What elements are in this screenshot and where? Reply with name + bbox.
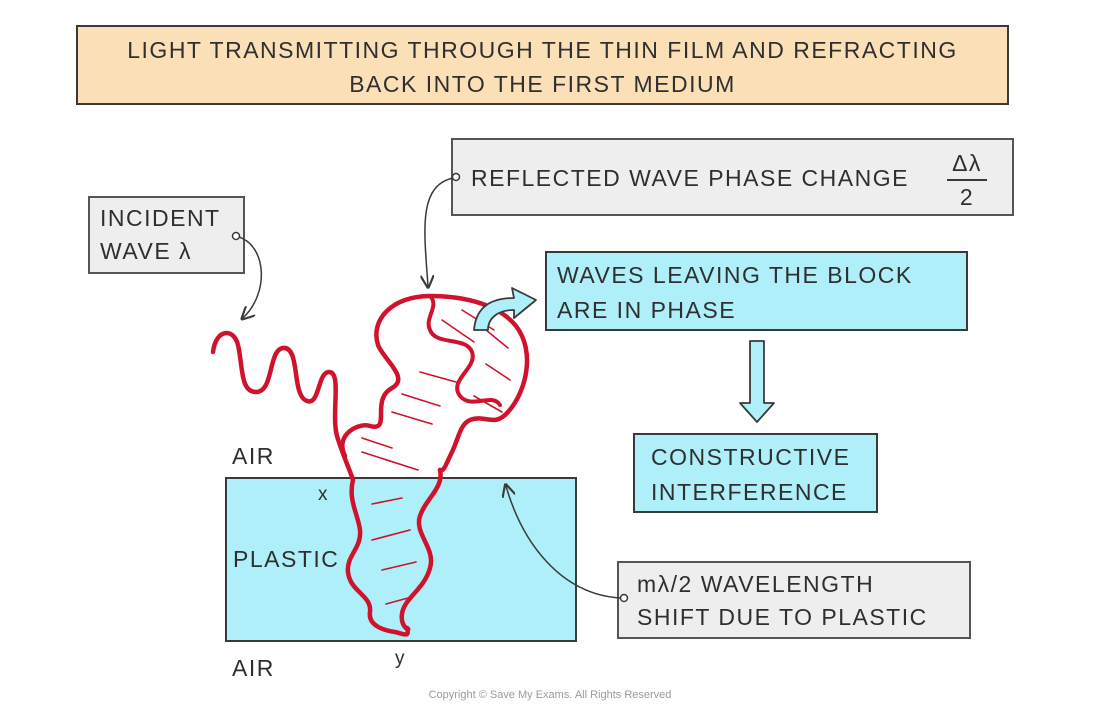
reflected-phase-box: REFLECTED WAVE PHASE CHANGE Δλ 2 [451, 138, 1014, 216]
incident-line-1: INCIDENT [100, 205, 221, 231]
transmitted-wave-left [345, 477, 410, 637]
plastic-label: PLASTIC [233, 546, 340, 572]
incident-wave-box: INCIDENT WAVE λ [88, 196, 245, 274]
fraction-bar [947, 179, 987, 181]
copyright-notice: Copyright © Save My Exams. All Rights Re… [428, 689, 672, 701]
title-box: LIGHT TRANSMITTING THROUGH THE THIN FILM… [76, 25, 1009, 105]
incident-leader-dot [231, 231, 241, 241]
air-bottom-label: AIR [232, 655, 275, 681]
point-x-label: x [318, 484, 328, 505]
air-top-label: AIR [232, 443, 275, 469]
reflected-label: REFLECTED WAVE PHASE CHANGE [471, 165, 909, 191]
wavelength-shift-box: mλ/2 WAVELENGTH SHIFT DUE TO PLASTIC [617, 561, 971, 639]
curved-arrow-to-phase [473, 287, 537, 331]
constructive-line-1: CONSTRUCTIVE [651, 444, 851, 470]
shift-leader-arrow [506, 486, 621, 599]
phase-line-1: WAVES LEAVING THE BLOCK [557, 262, 913, 288]
fraction-denominator: 2 [959, 184, 975, 210]
shift-line-2: SHIFT DUE TO PLASTIC [637, 604, 928, 630]
title-line-2: BACK INTO THE FIRST MEDIUM [349, 71, 736, 97]
incident-wave [210, 330, 356, 483]
constructive-line-2: INTERFERENCE [651, 479, 848, 505]
shift-leader-dot [619, 593, 629, 603]
constructive-interference-box: CONSTRUCTIVE INTERFERENCE [633, 433, 878, 513]
phase-line-2: ARE IN PHASE [557, 297, 737, 323]
reflected-wave-inner [426, 294, 502, 407]
wave-hatching [361, 309, 511, 605]
in-phase-box: WAVES LEAVING THE BLOCK ARE IN PHASE [545, 251, 968, 331]
incident-line-2: WAVE λ [100, 238, 193, 264]
fraction-numerator: Δλ [952, 150, 982, 176]
down-arrow-to-constructive [739, 340, 775, 423]
shift-line-1: mλ/2 WAVELENGTH [637, 571, 875, 597]
point-y-label: y [395, 648, 405, 669]
transmitted-wave-right [399, 467, 443, 632]
reflected-leader-arrow [425, 177, 454, 286]
phase-fraction: Δλ 2 [945, 148, 989, 212]
title-line-1: LIGHT TRANSMITTING THROUGH THE THIN FILM… [127, 37, 958, 63]
reflected-wave [340, 293, 530, 473]
reflected-leader-dot [451, 172, 461, 182]
incident-leader-arrow [238, 236, 263, 318]
